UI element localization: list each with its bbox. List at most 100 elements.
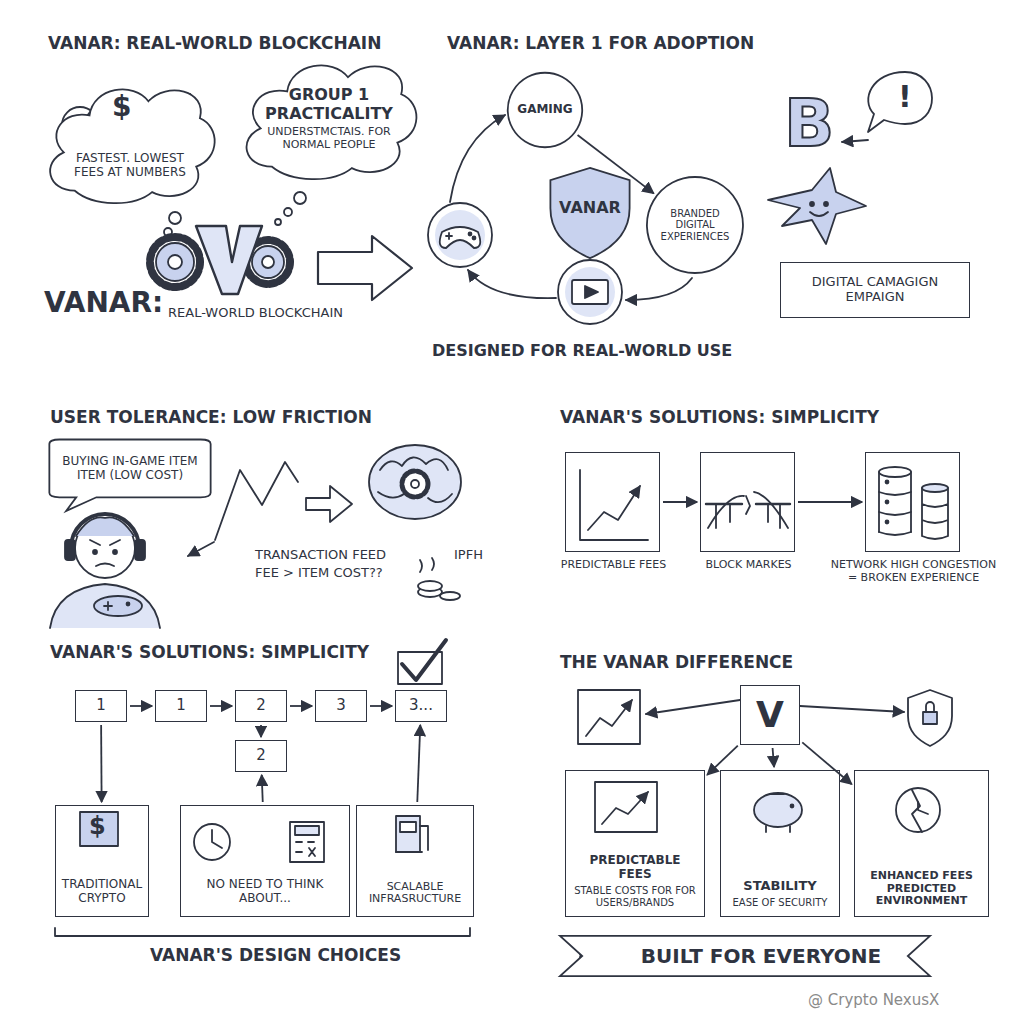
circle-node: BRANDED DIGITAL EXPERIENCES — [646, 176, 744, 274]
node-text: TRADITIONAL CRYPTO — [60, 878, 144, 906]
arrow-connector — [802, 742, 851, 784]
star-figure — [768, 168, 866, 244]
speech-bubble — [842, 72, 932, 142]
node-text: DIGITAL CAMAGIGN EMPAIGN — [789, 275, 961, 305]
node-text: NETWORK HIGH CONGESTION = BROKEN EXPERIE… — [830, 559, 998, 584]
arrow-connector — [417, 725, 420, 802]
heading-label: VANAR'S SOLUTIONS: SIMPLICITY — [560, 408, 879, 427]
gamer-figure — [50, 514, 160, 628]
node-body-text: STABLE COSTS FOR FOR USERS/BRANDS — [572, 885, 698, 908]
broken-bridge — [706, 492, 790, 528]
node-text: 1 — [96, 697, 106, 714]
arrow-connector — [370, 705, 392, 707]
heading-label: THE VANAR DIFFERENCE — [560, 653, 793, 672]
circle-node: GAMING — [507, 72, 583, 148]
heading-label: IPFH — [454, 548, 483, 562]
node-text: 1 — [176, 697, 186, 714]
node-text: 3... — [409, 697, 433, 714]
node-text: BRANDED DIGITAL EXPERIENCES — [652, 208, 738, 243]
arrow-connector — [290, 705, 312, 707]
process-box: V — [740, 685, 800, 745]
coins — [418, 558, 460, 600]
bubble-node: BUYING IN-GAME ITEM ITEM (LOW COST) — [46, 438, 214, 514]
cloud-outline-path — [247, 65, 417, 179]
banner-node: BUILT FOR EVERYONE — [560, 932, 930, 980]
heading-label: VANAR'S SOLUTIONS: SIMPLICITY — [50, 643, 369, 662]
circle-outline-path — [647, 177, 743, 273]
brain — [369, 445, 461, 519]
symbol-label: B — [784, 88, 834, 161]
cloud-node: GROUP 1 PRACTICALITY UNDERSTMCTAIS. FOR N… — [234, 46, 424, 188]
symbol-label: ! — [898, 80, 912, 113]
heading-label: VANAR: REAL-WORLD BLOCKCHAIN — [48, 34, 381, 53]
check-box — [398, 640, 446, 684]
node-text: FASTEST. LOWEST FEES AT NUMBERS — [62, 152, 198, 180]
shield-outline-path — [550, 168, 629, 258]
process-box: DIGITAL CAMAGIGN EMPAIGN — [780, 262, 970, 318]
thought-dots — [164, 192, 306, 236]
node-text: GAMING — [517, 103, 572, 117]
arrow-connector — [262, 775, 263, 802]
node-text: PREDICTABLE FEES — [572, 854, 698, 882]
symbol-label: VANAR: — [44, 288, 163, 319]
process-box: SCALABLE INFRASRUCTURE — [356, 805, 474, 917]
arrow-connector — [663, 501, 697, 503]
node-text: 2 — [256, 697, 266, 714]
heading-label: DESIGNED FOR REAL-WORLD USE — [432, 342, 732, 360]
node-text: BUILT FOR EVERYONE — [641, 945, 881, 968]
arrow-connector — [210, 705, 232, 707]
cloud-outline-path — [50, 89, 215, 203]
node-text: 3 — [336, 697, 346, 714]
circle-outline-path — [508, 73, 582, 147]
gears-logo — [150, 226, 290, 294]
heading-label: VANAR'S DESIGN CHOICES — [150, 946, 401, 965]
process-box: BLOCK MARKES — [700, 452, 795, 552]
difference-icons — [578, 690, 952, 967]
node-text: NO NEED TO THINK ABOUT... — [187, 878, 343, 906]
watermark: @ Crypto NexusX — [808, 992, 939, 1009]
node-body-text: EASE OF SECURITY — [733, 897, 828, 909]
node-text: PREDICTABLE FEES — [539, 559, 689, 572]
symbol-label: $ — [89, 813, 106, 839]
node-text: GROUP 1 PRACTICALITY — [256, 86, 402, 123]
banner-outline-path — [560, 936, 930, 976]
node-body-text: UNDERSTMCTAIS. FOR NORMAL PEOPLE — [256, 126, 402, 151]
server-icon — [879, 467, 948, 539]
node-text: BUYING IN-GAME ITEM ITEM (LOW COST) — [56, 455, 204, 483]
symbol-label: $ — [112, 92, 131, 123]
bubble-outline-path — [49, 440, 210, 511]
process-box: NO NEED TO THINK ABOUT... — [180, 805, 350, 917]
process-box: 3 — [315, 690, 367, 722]
node-text: V — [756, 694, 784, 735]
process-box: 2 — [235, 740, 287, 772]
node-text: SCALABLE INFRASRUCTURE — [360, 881, 470, 906]
arrow-connector — [130, 705, 152, 707]
process-box: 2 — [235, 690, 287, 722]
process-box: ENHANCED FEES PREDICTED ENVIRONMENT — [854, 770, 989, 917]
node-text: STABILITY — [743, 879, 816, 894]
shield-node: VANAR — [546, 166, 634, 260]
arrow-connector — [260, 725, 262, 737]
arrow-connector — [100, 725, 102, 802]
big-arrow — [318, 236, 412, 300]
heading-label: TRANSACTION FEED — [255, 548, 386, 562]
zigzag-arrow — [188, 462, 352, 556]
process-box: PREDICTABLE FEES — [565, 452, 660, 552]
arrow-connector — [798, 501, 862, 503]
process-box: STABILITY EASE OF SECURITY — [720, 770, 840, 917]
process-box: 1 — [155, 690, 207, 722]
node-text: ENHANCED FEES PREDICTED ENVIRONMENT — [861, 870, 982, 908]
heading-label: USER TOLERANCE: LOW FRICTION — [50, 408, 372, 427]
process-box: 3... — [395, 690, 447, 722]
arrow-connector — [773, 748, 774, 767]
process-box: NETWORK HIGH CONGESTION = BROKEN EXPERIE… — [865, 452, 960, 552]
node-text: VANAR — [559, 199, 621, 217]
process-box: PREDICTABLE FEES STABLE COSTS FOR FOR USE… — [565, 770, 705, 917]
heading-label: REAL-WORLD BLOCKCHAIN — [168, 306, 343, 320]
process-box: 1 — [75, 690, 127, 722]
chart-icon — [580, 470, 648, 540]
bottom-icons — [55, 812, 470, 936]
node-text: 2 — [256, 747, 266, 764]
node-text: BLOCK MARKES — [674, 559, 824, 572]
